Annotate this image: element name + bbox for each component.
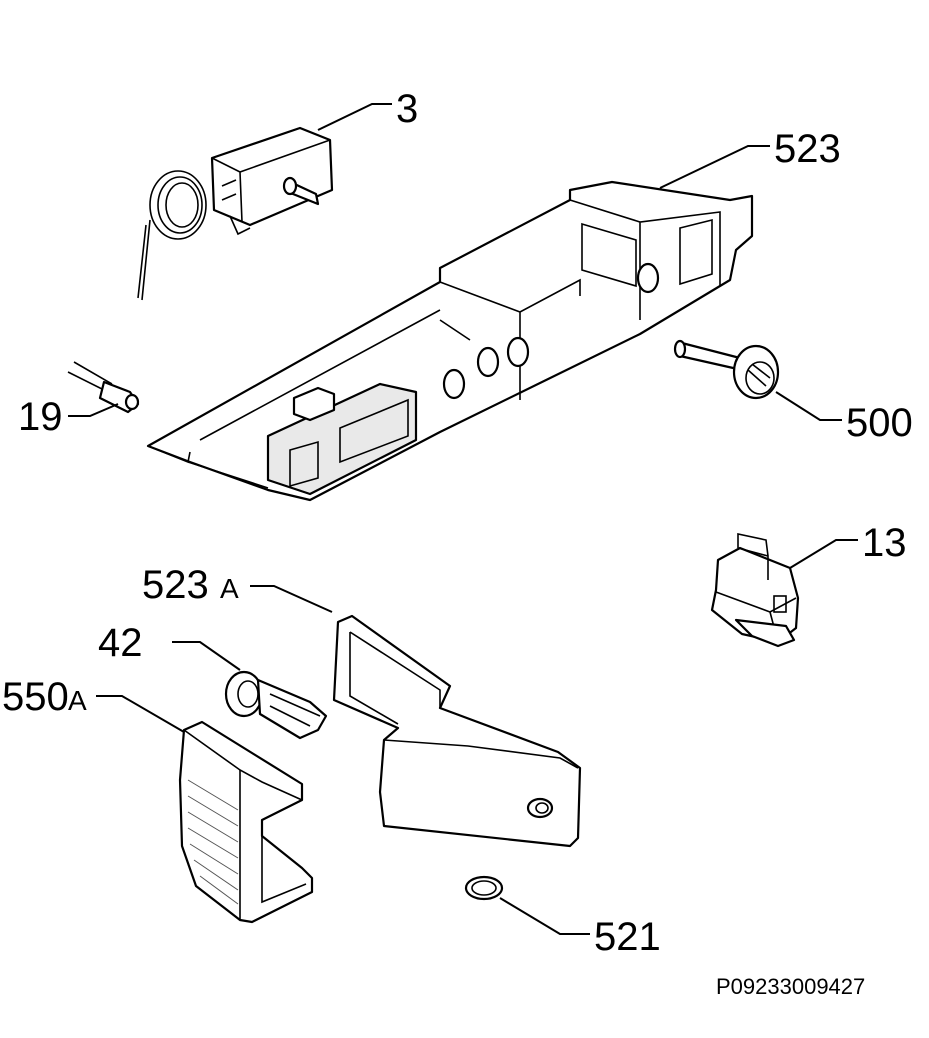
part-42-lamp-socket: 42	[98, 621, 328, 740]
label-523: 523	[774, 127, 841, 171]
label-13: 13	[862, 521, 907, 565]
part-500-knob: 500	[673, 339, 913, 445]
label-523a-suffix: A	[220, 573, 239, 604]
label-550a-number: 550	[2, 675, 69, 719]
part-3-thermostat: 3	[137, 87, 418, 301]
part-550a-cap: 550 A	[2, 675, 314, 924]
label-523a-number: 523	[142, 563, 209, 607]
label-521: 521	[594, 915, 661, 959]
label-550a-suffix: A	[68, 685, 87, 716]
label-19: 19	[18, 395, 63, 439]
part-19-lamp-holder: 19	[18, 361, 140, 439]
part-523-control-housing: 523	[146, 127, 841, 502]
part-13-switch: 13	[710, 521, 907, 648]
part-521-o-ring: 521	[464, 875, 661, 959]
label-3: 3	[396, 87, 418, 131]
label-500: 500	[846, 401, 913, 445]
label-42: 42	[98, 621, 143, 665]
part-523a-front-cover: 523 A	[142, 563, 582, 848]
reference-code: P09233009427	[716, 974, 865, 999]
